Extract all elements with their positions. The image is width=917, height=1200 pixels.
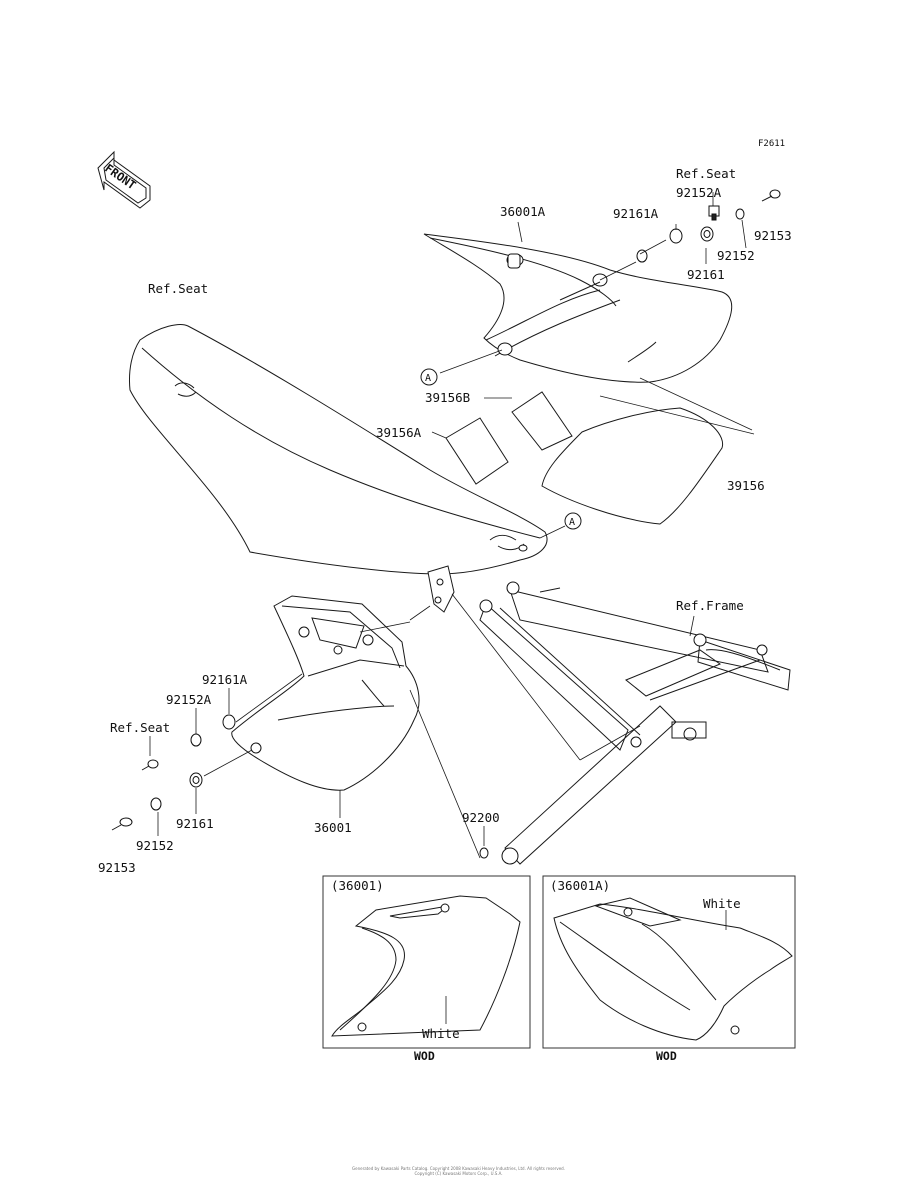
grommet-92200 <box>479 847 489 859</box>
label-39156b: 39156B <box>425 390 470 405</box>
upper-hardware <box>636 189 781 263</box>
variant-2-part: (36001A) <box>550 878 610 893</box>
collar-92161-mid <box>636 249 648 263</box>
lower-leaders <box>149 673 485 859</box>
bolt-ref-seat-lower <box>141 759 159 771</box>
label-36001a: 36001A <box>500 204 546 219</box>
variant-2-color: White <box>703 896 741 911</box>
copyright-line-2: Copyright (C) Kawasaki Motors Corp., U.S… <box>414 1171 503 1176</box>
label-92152a-top: 92152A <box>676 185 722 200</box>
variant-box-36001a <box>542 875 796 1049</box>
label-ref-seat-top: Ref.Seat <box>676 166 736 181</box>
label-36001: 36001 <box>314 820 352 835</box>
washer-92152-upper <box>735 208 745 220</box>
label-92152-top: 92152 <box>717 248 755 263</box>
label-92161-top: 92161 <box>687 267 725 282</box>
label-92153-bottom: 92153 <box>98 860 136 875</box>
seat <box>129 324 548 575</box>
collar-92161a-upper <box>669 228 683 244</box>
collar-92161a-lower <box>222 714 236 730</box>
seat-bracket <box>409 565 641 761</box>
label-ref-frame: Ref.Frame <box>676 598 744 613</box>
washer-92152a-lower <box>190 733 202 747</box>
side-cover-right-36001a <box>423 233 733 383</box>
lower-hardware <box>111 714 489 859</box>
side-cover-left-36001 <box>231 595 420 791</box>
decal-39156b <box>511 391 573 451</box>
variant-texts: (36001) White WOD (36001A) White WOD <box>331 878 741 1063</box>
label-ref-seat-left: Ref.Seat <box>148 281 208 296</box>
callout-a-lower-letter: A <box>569 517 575 528</box>
decal-leaders <box>431 395 755 439</box>
label-92153-top: 92153 <box>754 228 792 243</box>
figure-code: F2611 <box>758 139 785 149</box>
variant-1-color: White <box>422 1026 460 1041</box>
label-39156: 39156 <box>727 478 765 493</box>
front-arrow-icon: FRONT <box>97 150 151 209</box>
bolt-92153-lower <box>111 817 133 831</box>
label-92161a-top: 92161A <box>613 206 659 221</box>
callout-a-lower: A <box>539 512 582 539</box>
bolt-92152a-upper <box>708 205 720 221</box>
upper-leaders <box>439 192 753 431</box>
washer-92152-lower <box>150 797 162 811</box>
callout-a-upper: A <box>420 368 438 386</box>
label-92152-bottom: 92152 <box>136 838 174 853</box>
label-92200: 92200 <box>462 810 500 825</box>
variant-1-part: (36001) <box>331 878 384 893</box>
bolt-92153-upper <box>761 189 781 202</box>
variant-box-36001 <box>322 875 531 1049</box>
label-ref-seat-bottom: Ref.Seat <box>110 720 170 735</box>
copyright-line-1: Generated by Kawasaki Parts Catalog. Cop… <box>352 1166 565 1171</box>
variant-2-model: WOD <box>656 1049 677 1063</box>
part-labels: Ref.Seat 36001A 92152A 92161A 92153 9215… <box>98 166 792 875</box>
decal-39156a <box>445 417 509 485</box>
label-39156a: 39156A <box>376 425 422 440</box>
variant-1-model: WOD <box>414 1049 435 1063</box>
label-92152a-bottom: 92152A <box>166 692 212 707</box>
decal-39156 <box>541 407 724 525</box>
label-92161a-bottom: 92161A <box>202 672 248 687</box>
callout-a-upper-letter: A <box>425 373 431 384</box>
copyright-notice: Generated by Kawasaki Parts Catalog. Cop… <box>300 1166 617 1176</box>
label-92161-bottom: 92161 <box>176 816 214 831</box>
sub-frame <box>479 581 791 865</box>
